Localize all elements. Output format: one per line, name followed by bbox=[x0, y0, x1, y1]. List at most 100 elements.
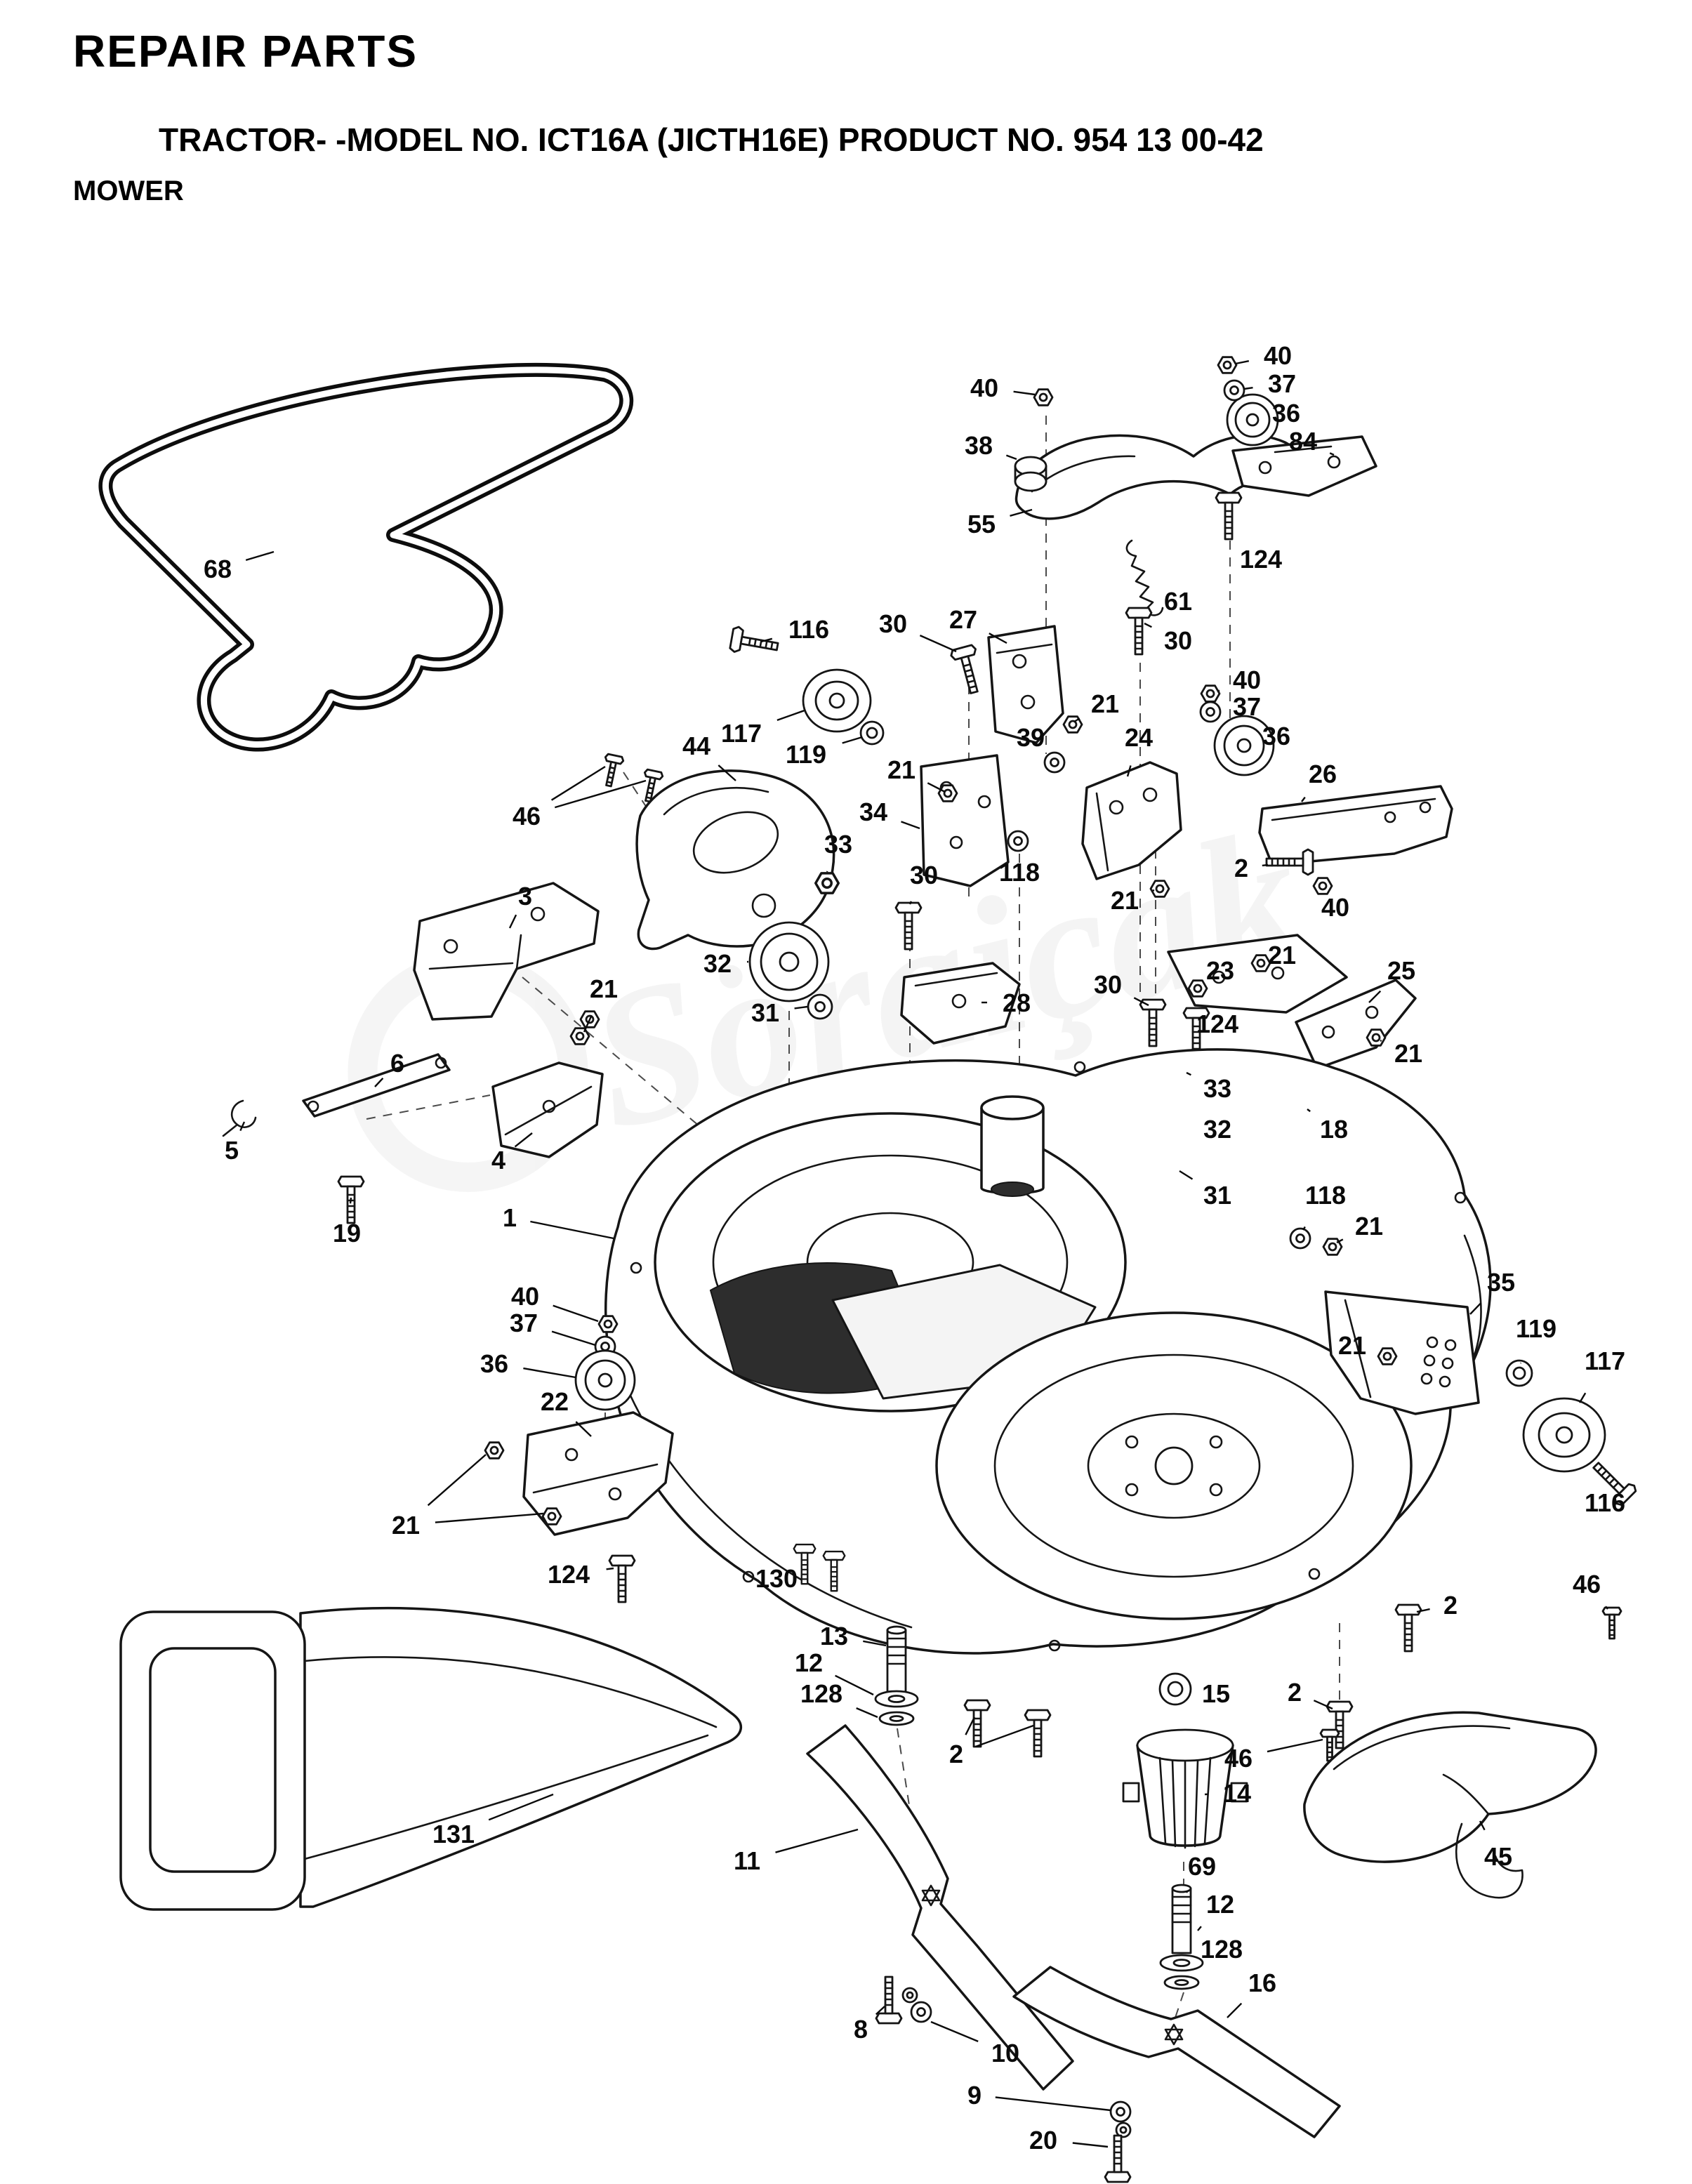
leader-40 bbox=[1235, 360, 1250, 365]
part-number-10: 10 bbox=[991, 2039, 1019, 2067]
pulley-32-left bbox=[748, 921, 830, 1002]
leader-30 bbox=[908, 901, 912, 905]
part-number-12: 12 bbox=[1206, 1890, 1234, 1919]
leader-124 bbox=[606, 1567, 614, 1570]
part-number-38: 38 bbox=[965, 431, 993, 460]
leader-21 bbox=[1336, 1238, 1344, 1244]
leader-27 bbox=[989, 633, 1007, 644]
adapter-128-right bbox=[1163, 1975, 1200, 1990]
part-number-2: 2 bbox=[1234, 854, 1248, 882]
leader-22 bbox=[575, 1421, 592, 1437]
part-number-118: 118 bbox=[999, 858, 1040, 887]
part-number-21: 21 bbox=[1394, 1039, 1422, 1068]
part-number-5: 5 bbox=[225, 1136, 239, 1165]
leader-37 bbox=[1243, 387, 1253, 390]
nut-40 bbox=[597, 1315, 619, 1333]
part-number-31: 31 bbox=[1203, 1181, 1231, 1210]
leader-37 bbox=[551, 1330, 596, 1346]
part-number-4: 4 bbox=[491, 1146, 505, 1174]
spacer-38 bbox=[1014, 456, 1047, 492]
part-number-22: 22 bbox=[541, 1387, 569, 1416]
screw-46 bbox=[1601, 1606, 1622, 1640]
nut-21 bbox=[541, 1507, 562, 1526]
part-number-36: 36 bbox=[1262, 722, 1290, 750]
leader-21 bbox=[1380, 1039, 1382, 1042]
nut-40 bbox=[1200, 684, 1221, 703]
nut-21 bbox=[484, 1441, 505, 1460]
gauge-wheel-117-right bbox=[1522, 1397, 1606, 1473]
leader-21 bbox=[435, 1512, 544, 1523]
part-number-40: 40 bbox=[1321, 893, 1349, 922]
part-number-32: 32 bbox=[703, 949, 732, 978]
part-number-35: 35 bbox=[1487, 1268, 1515, 1297]
cotter-pin-5 bbox=[222, 1099, 257, 1137]
part-number-117: 117 bbox=[721, 719, 762, 748]
part-number-40: 40 bbox=[1264, 341, 1292, 370]
washer-10 bbox=[901, 1987, 918, 2004]
leader-30 bbox=[919, 635, 957, 653]
part-number-11: 11 bbox=[734, 1846, 760, 1875]
bolt-20 bbox=[1104, 2134, 1132, 2183]
leader-26 bbox=[1301, 796, 1306, 802]
spindle-shaft-69 bbox=[1171, 1884, 1192, 1954]
part-number-68: 68 bbox=[204, 555, 232, 583]
part-number-46: 46 bbox=[1224, 1744, 1253, 1773]
nut-23 bbox=[1187, 979, 1208, 998]
part-number-39: 39 bbox=[1017, 723, 1045, 752]
leader-46 bbox=[550, 765, 606, 801]
part-number-40: 40 bbox=[1233, 666, 1261, 694]
part-number-21: 21 bbox=[1091, 689, 1119, 718]
leader-46 bbox=[1267, 1738, 1323, 1753]
part-number-31: 31 bbox=[751, 998, 779, 1027]
leader-21 bbox=[583, 1014, 593, 1033]
part-number-128: 128 bbox=[1201, 1935, 1243, 1964]
leader-2 bbox=[965, 1716, 976, 1735]
leader-21 bbox=[1073, 717, 1080, 723]
discharge-chute-131 bbox=[119, 1606, 742, 1911]
blade-16 bbox=[1012, 1966, 1341, 2138]
leader-131 bbox=[488, 1793, 554, 1821]
leader-68 bbox=[245, 550, 275, 562]
leader-5 bbox=[239, 1121, 246, 1132]
part-number-40: 40 bbox=[511, 1282, 539, 1311]
spring-61 bbox=[1125, 539, 1164, 616]
belt-68 bbox=[98, 362, 634, 752]
part-number-1: 1 bbox=[503, 1203, 517, 1232]
bracket-24 bbox=[1081, 761, 1182, 880]
leader-11 bbox=[775, 1828, 859, 1853]
part-number-26: 26 bbox=[1309, 760, 1337, 788]
leader-4 bbox=[514, 1132, 533, 1148]
nut-33 bbox=[814, 872, 840, 894]
bolt-30 bbox=[949, 643, 988, 697]
part-number-20: 20 bbox=[1029, 2126, 1057, 2155]
part-number-21: 21 bbox=[1355, 1212, 1383, 1240]
part-number-32: 32 bbox=[1203, 1115, 1231, 1144]
part-number-18: 18 bbox=[1320, 1115, 1348, 1144]
part-number-130: 130 bbox=[755, 1564, 798, 1593]
washer-39 bbox=[1043, 751, 1066, 774]
part-number-37: 37 bbox=[510, 1309, 538, 1337]
washer-31-left bbox=[807, 993, 833, 1020]
pulley-36-center bbox=[1213, 715, 1275, 776]
part-number-116: 116 bbox=[1585, 1488, 1625, 1517]
leader-13 bbox=[863, 1640, 887, 1647]
bracket-22 bbox=[522, 1411, 674, 1536]
part-number-24: 24 bbox=[1125, 723, 1153, 752]
washer-118 bbox=[1007, 830, 1029, 852]
part-number-16: 16 bbox=[1248, 1968, 1276, 1997]
leader-117 bbox=[1578, 1392, 1587, 1403]
leader-55 bbox=[1010, 508, 1033, 517]
leader-25 bbox=[1368, 990, 1382, 1003]
leader-20 bbox=[1072, 2142, 1109, 2148]
part-number-124: 124 bbox=[548, 1560, 590, 1589]
washer-12-left bbox=[874, 1690, 919, 1708]
leader-36 bbox=[523, 1367, 576, 1379]
leader-2 bbox=[975, 1724, 1034, 1747]
part-number-61: 61 bbox=[1164, 587, 1192, 616]
leader-21 bbox=[927, 782, 946, 793]
part-number-37: 37 bbox=[1233, 692, 1261, 721]
bolt-124 bbox=[608, 1554, 636, 1603]
part-number-21: 21 bbox=[590, 974, 618, 1003]
bolt-116 bbox=[728, 625, 781, 661]
